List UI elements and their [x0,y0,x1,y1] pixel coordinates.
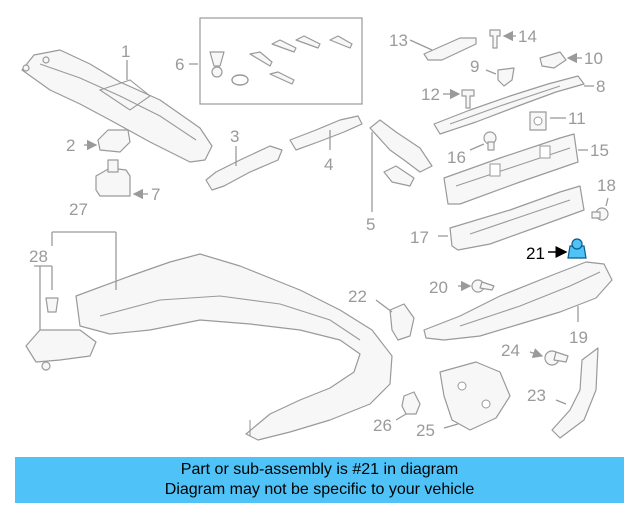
label-19: 19 [569,328,588,347]
label-28: 28 [29,247,48,266]
label-8: 8 [596,77,605,96]
part-20-bolt [471,279,495,293]
label-2: 2 [66,136,75,155]
part-14-bolt [489,29,501,49]
label-3: 3 [230,127,239,146]
part-16-bolt [483,131,497,151]
part-12-bolt [461,89,475,109]
part-10-retainer [539,51,567,69]
label-27: 27 [69,200,88,219]
label-1: 1 [121,42,130,61]
leader-27 [51,231,117,290]
label-17: 17 [410,228,429,247]
label-18: 18 [597,176,616,195]
label-6: 6 [175,55,184,74]
part-23-strip [551,347,599,439]
part-11-plate [529,111,547,131]
label-24: 24 [501,341,520,360]
part-4-trim-strip [289,115,363,151]
label-4: 4 [324,155,333,174]
part-1-header-rail [21,49,213,163]
part-19-side-rail [423,261,613,341]
label-20: 20 [429,278,448,297]
banner-line-1: Part or sub-assembly is #21 in diagram [180,461,459,478]
part-25-bracket-plate [439,361,511,431]
info-banner: Part or sub-assembly is #21 in diagram D… [15,457,624,503]
part-26-bushing [401,391,421,415]
label-7: 7 [151,185,160,204]
label-13: 13 [389,31,408,50]
label-14: 14 [518,27,537,46]
part-27-top-cover [75,253,393,441]
part-17-lower-panel [449,185,585,251]
part-9-clip [497,67,515,87]
part-24-bolt [544,350,569,366]
part-8-rail [433,75,585,135]
banner-line-2: Diagram may not be specific to your vehi… [164,481,475,498]
label-11: 11 [568,109,586,128]
part-18-fastener [591,207,609,221]
label-23: 23 [527,386,546,405]
part-15-panel [443,133,579,205]
part-13-pad [423,37,477,61]
label-5: 5 [366,215,375,234]
label-16: 16 [447,148,466,167]
label-21: 21 [526,244,545,263]
label-22: 22 [348,287,367,306]
part-5-latch-bracket [369,119,433,187]
label-9: 9 [470,57,479,76]
part-21-highlighted [567,238,587,259]
leader-28 [34,265,53,330]
part-28-latch [25,297,97,371]
part-22-hinge [389,303,415,341]
label-26: 26 [373,416,392,435]
part-3-pillar-trim [205,145,283,191]
label-15: 15 [590,141,609,160]
label-25: 25 [416,421,435,440]
label-10: 10 [584,49,603,68]
label-12: 12 [421,85,440,104]
part-6-hardware-kit [199,17,363,105]
part-7-block [95,159,131,197]
part-2-bracket [97,129,131,153]
